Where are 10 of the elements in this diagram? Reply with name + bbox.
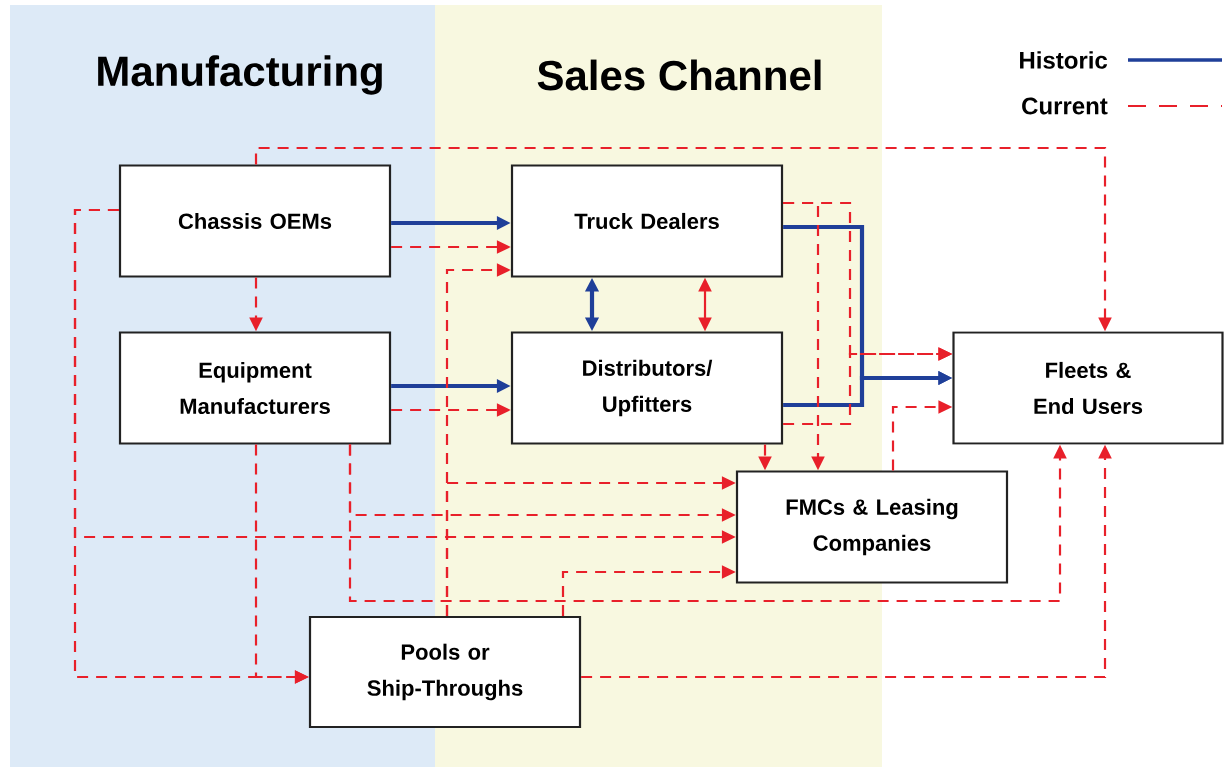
process-box: Distributors/ Upfitters: [510, 331, 784, 445]
legend-label: Current: [1022, 97, 1108, 115]
process-box: Equipment Manufacturers: [118, 331, 392, 445]
process-box: Pools or Ship-Throughs: [308, 615, 582, 729]
process-box: Truck Dealers: [510, 164, 784, 278]
process-box: FMCs & Leasing Companies: [735, 470, 1009, 584]
arrow: [348, 444, 1067, 603]
legend-label: Historic: [1020, 51, 1108, 69]
process-box: Chassis OEMs: [118, 164, 392, 278]
process-box: Fleets & End Users: [952, 331, 1224, 445]
